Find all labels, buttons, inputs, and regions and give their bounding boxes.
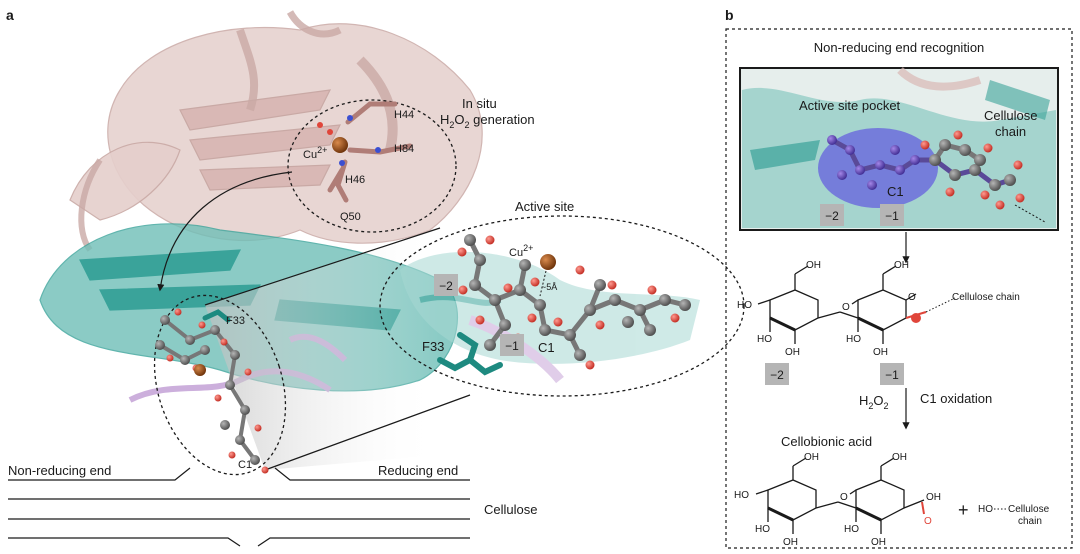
- residue-h44: H44: [394, 109, 414, 121]
- residue-h46: H46: [345, 174, 365, 186]
- active-site-f33-label: F33: [422, 339, 444, 354]
- h2o2-generation-line1: In situ: [462, 96, 497, 111]
- copper-site-outline: [287, 99, 457, 233]
- acid-oh: OH: [926, 492, 941, 503]
- acid-oh-bottom-left: OH: [783, 537, 798, 548]
- active-site-title: Active site: [515, 199, 574, 214]
- acid-ho-left: HO: [734, 490, 749, 501]
- subsite-minus2-badge-a: [434, 274, 458, 296]
- distance-label: ~5Å: [541, 282, 557, 292]
- cone-edge-top: [204, 227, 441, 306]
- active-site-ball-stick: [437, 234, 691, 376]
- active-site-copper: [540, 254, 556, 270]
- residue-h84: H84: [394, 143, 414, 155]
- panel-b-letter: b: [725, 7, 734, 23]
- ho-left: HO: [737, 300, 752, 311]
- cellobionic-acid-structure: [755, 457, 925, 534]
- product-label: Cellobionic acid: [781, 434, 872, 449]
- acid-ho-left-lower: HO: [755, 524, 770, 535]
- cellulose-chain-inline: Cellulose chain: [952, 292, 1020, 303]
- glycosidic-o: O: [842, 302, 850, 313]
- ho-left-lower: HO: [757, 334, 772, 345]
- active-site-c1-label: C1: [538, 340, 555, 355]
- h2o2-generation-line2: H2O2 generation: [440, 112, 535, 130]
- inset-subsite-minus1-label: −1: [885, 209, 899, 223]
- panel-a-letter: a: [6, 7, 14, 23]
- f33-small-label: F33: [226, 315, 245, 327]
- cellulose-chains: [8, 467, 470, 547]
- oh-top-right: OH: [894, 260, 909, 271]
- structure-subsite-minus1-badge: [880, 363, 904, 385]
- active-site-pocket-label: Active site pocket: [799, 98, 901, 113]
- active-site-outline: [379, 215, 745, 397]
- c1-oxidation-label: C1 oxidation: [920, 391, 992, 406]
- acid-oh-bottom-right: OH: [871, 537, 886, 548]
- inset-cellulose-chain-line1: Cellulose: [984, 108, 1037, 123]
- protein-pink-cartoon: [69, 10, 483, 252]
- c1-small-label: C1: [238, 459, 252, 471]
- non-reducing-end-label: Non-reducing end: [8, 463, 111, 478]
- panel-a: a: [6, 7, 745, 547]
- panel-b-title: Non-reducing end recognition: [814, 40, 985, 55]
- inset-subsite-minus2-label: −2: [825, 209, 839, 223]
- ho-cellulose-line2: chain: [1018, 516, 1042, 527]
- oh-bottom-right: OH: [873, 347, 888, 358]
- acid-oh-top-right: OH: [892, 452, 907, 463]
- copper-c1-distance: [539, 270, 547, 297]
- ho-right-lower: HO: [846, 334, 861, 345]
- panel-b: b Non-reducing end recognition: [725, 7, 1073, 549]
- cellulose-label: Cellulose: [484, 502, 537, 517]
- ho-cellulose-ho: HO: [978, 504, 993, 515]
- oh-bottom-left: OH: [785, 347, 800, 358]
- ho-cellulose-line1: Cellulose: [1008, 504, 1050, 515]
- acid-ho-right-lower: HO: [844, 524, 859, 535]
- chain-continuation: [925, 297, 956, 313]
- inset-subsite-minus1-badge: [880, 204, 904, 226]
- substrate-ball-stick: [155, 308, 269, 474]
- active-site-copper-label: Cu2+: [509, 243, 533, 259]
- copper-label: Cu2+: [303, 145, 327, 161]
- acid-carbonyl-bond: [921, 501, 925, 515]
- residue-q50: Q50: [340, 211, 361, 223]
- acid-oh-top-left: OH: [804, 452, 819, 463]
- acid-glycosidic-o: O: [840, 492, 848, 503]
- acid-carbonyl-o: O: [924, 516, 932, 527]
- copper-to-substrate-arrow: [157, 171, 293, 292]
- inset-subsite-minus2-badge: [820, 204, 844, 226]
- recognition-inset-art: [742, 67, 1056, 229]
- h2o2-reagent: H2O2: [859, 393, 889, 411]
- panel-b-outline: [725, 28, 1073, 549]
- magnification-cone: [205, 228, 440, 470]
- subsite-minus2-label-a: −2: [439, 279, 453, 293]
- substrate-outline: [153, 294, 287, 476]
- subsite-minus1-label-a: −1: [505, 339, 519, 353]
- structure-subsite-minus2-badge: [765, 363, 789, 385]
- cone-edge-bottom: [264, 394, 471, 471]
- oh-top-left: OH: [806, 260, 821, 271]
- ring2-o: O: [908, 292, 916, 303]
- structure-subsite-minus1-label: −1: [885, 368, 899, 382]
- copper-ion: [332, 137, 348, 153]
- subsite-minus1-badge-a: [500, 334, 524, 356]
- c1-oxygen-marker: [911, 313, 921, 323]
- structure-subsite-minus2-label: −2: [770, 368, 784, 382]
- cellobiose-structure: [757, 265, 927, 344]
- inset-cellulose-chain-line2: chain: [995, 124, 1026, 139]
- reducing-end-label: Reducing end: [378, 463, 458, 478]
- plus-sign: +: [958, 500, 969, 520]
- inset-c1-label: C1: [887, 184, 904, 199]
